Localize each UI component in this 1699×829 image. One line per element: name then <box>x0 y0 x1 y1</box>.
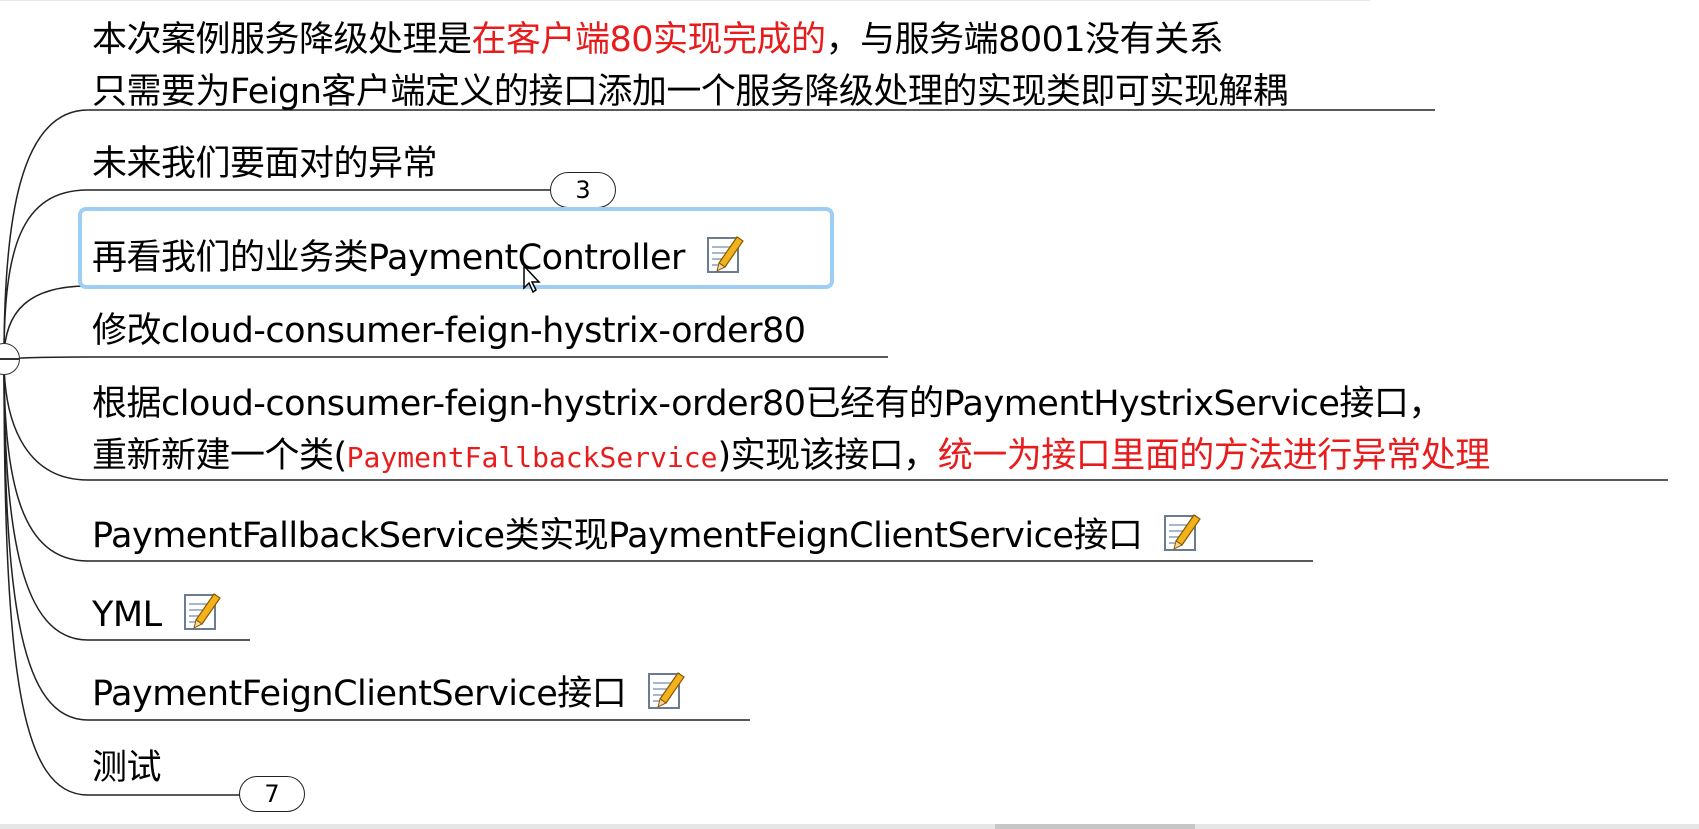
scrollbar-thumb[interactable] <box>995 824 1195 829</box>
topic-text-rest: ，与服务端8001没有关系 <box>825 20 1224 60</box>
collapsed-count-badge[interactable]: 3 <box>550 172 616 208</box>
topic-text-line2-mid: )实现该接口， <box>717 436 939 476</box>
topic-text-line2: 只需要为Feign客户端定义的接口添加一个服务降级处理的实现类即可实现解耦 <box>92 72 1288 112</box>
topic-feign-client-interface[interactable]: PaymentFeignClientService接口 <box>92 668 686 720</box>
collapsed-count-badge[interactable]: 7 <box>239 776 305 812</box>
topic-future-exceptions[interactable]: 未来我们要面对的异常 <box>92 138 438 190</box>
topic-text: 未来我们要面对的异常 <box>92 144 438 184</box>
topic-payment-controller[interactable]: 再看我们的业务类PaymentController <box>92 232 745 284</box>
topic-text: 本次案例服务降级处理是 <box>92 20 472 60</box>
horizontal-scrollbar[interactable] <box>0 824 1699 829</box>
note-pencil-icon[interactable] <box>1162 511 1202 553</box>
note-pencil-icon[interactable] <box>182 590 222 632</box>
topic-test[interactable]: 测试 <box>92 742 162 794</box>
topic-text: 根据cloud-consumer-feign-hystrix-order80已经… <box>92 384 1443 424</box>
topic-text: PaymentFallbackService类实现PaymentFeignCli… <box>92 516 1143 556</box>
topic-text: 测试 <box>92 748 162 788</box>
topic-fallback-implements[interactable]: PaymentFallbackService类实现PaymentFeignCli… <box>92 510 1202 562</box>
topic-text-highlight: 统一为接口里面的方法进行异常处理 <box>937 436 1491 476</box>
topic-yml[interactable]: YML <box>92 589 222 641</box>
topic-text: 再看我们的业务类PaymentController <box>92 238 685 278</box>
topic-fallback-service-plan[interactable]: 根据cloud-consumer-feign-hystrix-order80已经… <box>92 378 1490 484</box>
topic-modify-order80[interactable]: 修改cloud-consumer-feign-hystrix-order80 <box>92 305 806 357</box>
note-pencil-icon[interactable] <box>705 233 745 275</box>
topic-text-highlight: 在客户端80实现完成的 <box>471 20 827 60</box>
topic-client-degradation[interactable]: 本次案例服务降级处理是在客户端80实现完成的，与服务端8001没有关系 只需要为… <box>92 14 1288 118</box>
topic-text: 修改cloud-consumer-feign-hystrix-order80 <box>92 311 806 351</box>
note-pencil-icon[interactable] <box>646 669 686 711</box>
topic-text: PaymentFeignClientService接口 <box>92 674 627 714</box>
topic-text-line2: 重新新建一个类( <box>92 436 347 476</box>
topic-text: YML <box>92 595 162 635</box>
topic-code-classname: PaymentFallbackService <box>346 441 718 474</box>
selection-highlight <box>78 207 834 289</box>
mouse-cursor-icon <box>523 264 541 294</box>
